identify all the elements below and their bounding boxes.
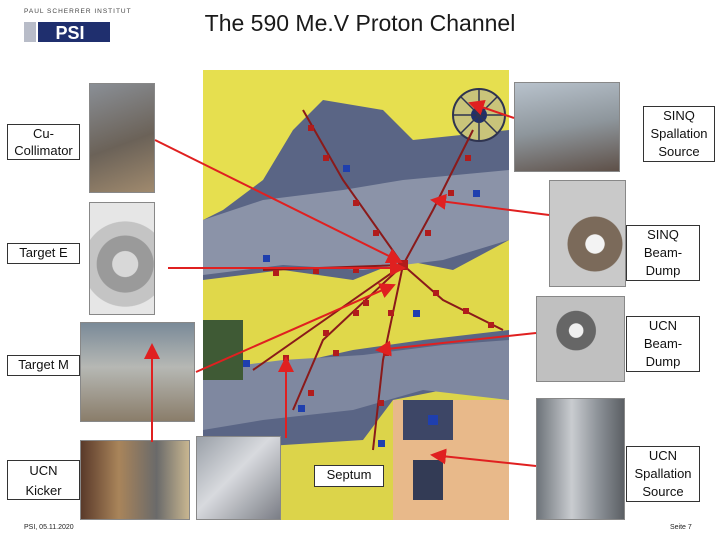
label-sinq-beamdump: SINQ Beam- Dump [626,225,700,281]
label-ucn-beamdump: UCN Beam- Dump [626,316,700,372]
arrow-ucn-beamdump [377,333,536,350]
label-septum: Septum [314,465,384,487]
label-target-m: Target M [7,355,80,376]
label-target-e: Target E [7,243,80,264]
label-cu-collimator: Cu- Collimator [7,124,80,160]
arrow-target-m [196,285,394,372]
label-ucn-spallation: UCN Spallation Source [626,446,700,502]
arrow-cu-collimator [155,140,401,262]
arrow-sinq-spallation [470,103,514,118]
footer-page-number: Seite 7 [670,524,692,531]
label-ucn-kicker: UCN Kicker [7,460,80,500]
arrow-ucn-spallation [432,455,536,466]
label-sinq-spallation: SINQ Spallation Source [643,106,715,162]
footer-date: PSI, 05.11.2020 [24,524,74,531]
arrow-sinq-beamdump [432,200,549,215]
